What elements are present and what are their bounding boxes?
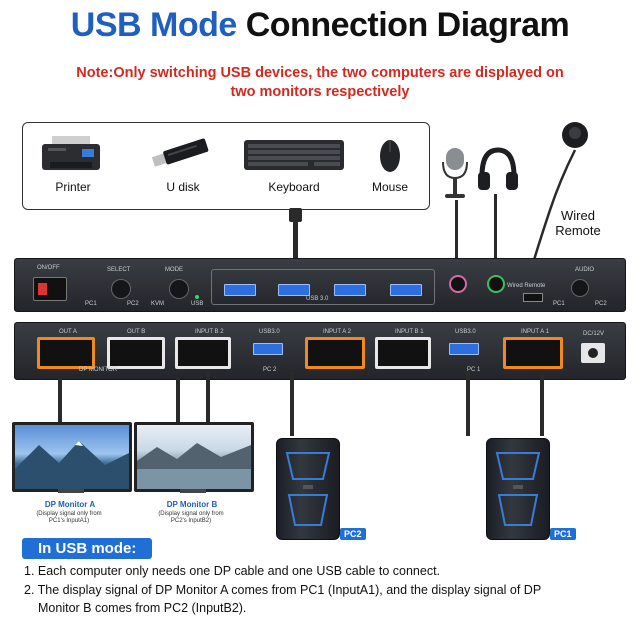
kvm-indicator-label: KVM xyxy=(151,301,165,307)
select-label: SELECT xyxy=(107,267,131,273)
power-indicator xyxy=(38,283,47,295)
pc1-usb-cable xyxy=(466,372,470,436)
keyboard-icon xyxy=(244,138,344,172)
input-b1-label: INPUT B 1 xyxy=(395,329,424,335)
input-a1-label: INPUT A 1 xyxy=(521,329,549,335)
usb30-label: USB 3.0 xyxy=(306,296,329,302)
usb-led xyxy=(195,295,199,299)
dp-monitor-a xyxy=(12,422,132,492)
audio-pc2-label: PC2 xyxy=(595,301,607,307)
mode-button[interactable] xyxy=(169,279,189,299)
dp-port-input-b2[interactable] xyxy=(175,337,231,369)
headphone-cable xyxy=(494,194,497,270)
monitor-b-stand xyxy=(180,489,206,493)
lake-icon xyxy=(137,443,251,489)
microphone-icon xyxy=(440,146,470,202)
back-usb-port-pc2[interactable] xyxy=(253,343,283,355)
input-a2-label: INPUT A 2 xyxy=(323,329,351,335)
wired-remote-port[interactable] xyxy=(523,293,543,302)
pc2-usb-cable xyxy=(290,372,294,436)
dp-port-input-a1[interactable] xyxy=(503,337,563,369)
dp-port-out-a[interactable] xyxy=(37,337,95,369)
pc1-indicator-label: PC1 xyxy=(85,301,97,307)
instruction-2-cont: Monitor B comes from PC2 (InputB2). xyxy=(38,601,247,615)
pc1-section-label: PC 1 xyxy=(467,367,481,373)
usb30-a-label: USB3.0 xyxy=(259,329,280,335)
kvm-front-panel: ON/OFF SELECT PC1 PC2 MODE KVM USB USB 3… xyxy=(14,258,626,312)
monitor-b-cable xyxy=(176,378,180,424)
front-usb-port-4[interactable] xyxy=(390,284,422,296)
mode-label: MODE xyxy=(165,267,183,273)
wired-remote-port-label: Wired Remote xyxy=(507,283,546,289)
front-usb-port-1[interactable] xyxy=(224,284,256,296)
out-b-label: OUT B xyxy=(127,329,146,335)
dp-monitor-b xyxy=(134,422,254,492)
printer-icon xyxy=(38,134,104,174)
monitor-a-stand xyxy=(58,489,84,493)
peripheral-label-mouse: Mouse xyxy=(371,180,409,194)
usb-cable xyxy=(293,208,298,258)
instruction-2: 2. The display signal of DP Monitor A co… xyxy=(24,583,542,597)
note-line-2: two monitors respectively xyxy=(230,84,410,100)
pc2-indicator-label: PC2 xyxy=(127,301,139,307)
mic-cable xyxy=(455,200,458,270)
dp-port-out-b[interactable] xyxy=(107,337,165,369)
audio-pc1-label: PC1 xyxy=(553,301,565,307)
wired-remote-label: Wired Remote xyxy=(555,208,601,238)
dp-port-input-b1[interactable] xyxy=(375,337,431,369)
front-usb-port-3[interactable] xyxy=(334,284,366,296)
monitor-a-description: (Display signal only from PC1's InputA1) xyxy=(36,511,102,524)
note-text: Note:Only switching USB devices, the two… xyxy=(20,64,620,102)
page-title: USB Mode Connection Diagram xyxy=(0,6,640,45)
power-switch[interactable] xyxy=(33,277,67,301)
pc1-tower xyxy=(486,438,550,540)
dp-monitor-label: DP MONITOR xyxy=(79,367,118,373)
wired-remote-icon xyxy=(560,120,590,150)
title-connection-diagram: Connection Diagram xyxy=(245,6,570,44)
pc2-section-label: PC 2 xyxy=(263,367,277,373)
pc2-tower xyxy=(276,438,340,540)
pc1-tag: PC1 xyxy=(550,528,576,540)
dc-label: DC/12V xyxy=(583,331,605,337)
mouse-icon xyxy=(378,136,402,174)
monitor-b-description: (Display signal only from PC2's InputB2) xyxy=(158,511,224,524)
title-usb-mode: USB Mode xyxy=(70,6,238,44)
usb-drive-icon xyxy=(146,138,216,168)
input-b2-label: INPUT B 2 xyxy=(195,329,224,335)
pc-case-icon xyxy=(285,452,331,526)
select-button[interactable] xyxy=(111,279,131,299)
mountain-icon xyxy=(15,441,129,489)
usb30-b-label: USB3.0 xyxy=(455,329,476,335)
peripheral-label-udisk: U disk xyxy=(166,180,200,194)
headphones-icon xyxy=(478,146,518,194)
out-a-label: OUT A xyxy=(59,329,77,335)
usb-mode-heading: In USB mode: xyxy=(22,538,153,559)
pc1-dp-cable xyxy=(540,372,544,436)
headphone-jack[interactable] xyxy=(487,275,505,293)
monitor-a-label: DP Monitor A xyxy=(44,500,96,509)
onoff-label: ON/OFF xyxy=(37,265,60,271)
pc2-dp-cable xyxy=(206,372,210,432)
mic-jack[interactable] xyxy=(449,275,467,293)
peripheral-label-printer: Printer xyxy=(55,180,91,194)
dp-port-input-a2[interactable] xyxy=(305,337,365,369)
pc2-tag: PC2 xyxy=(340,528,366,540)
dc-power-port[interactable] xyxy=(581,343,605,363)
wired-remote-cable xyxy=(532,149,577,261)
usb-plug xyxy=(289,208,302,222)
monitor-b-label: DP Monitor B xyxy=(166,500,218,509)
front-usb-port-2[interactable] xyxy=(278,284,310,296)
back-usb-port-pc1[interactable] xyxy=(449,343,479,355)
usb30-port-group: USB 3.0 xyxy=(211,269,435,305)
monitor-a-cable xyxy=(58,378,62,424)
note-line-1: Note:Only switching USB devices, the two… xyxy=(76,65,564,81)
kvm-back-panel: OUT A OUT B DP MONITOR INPUT B 2 USB3.0 … xyxy=(14,322,626,380)
audio-button[interactable] xyxy=(571,279,589,297)
peripheral-label-keyboard: Keyboard xyxy=(268,180,320,194)
audio-label: AUDIO xyxy=(575,267,595,273)
usb-indicator-label: USB xyxy=(191,301,204,307)
pc-case-icon xyxy=(495,452,541,526)
instruction-1: 1. Each computer only needs one DP cable… xyxy=(24,564,441,578)
